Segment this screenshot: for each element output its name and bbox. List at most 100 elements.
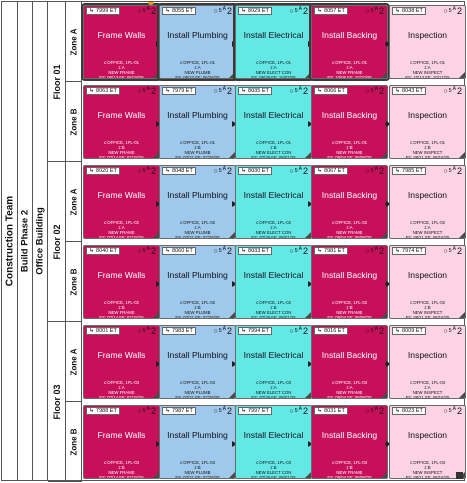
task-code: NEW FRAME [108, 230, 135, 235]
task-title: Inspection [407, 190, 448, 200]
task-meta: c:OFFICE, 1FL-01 z:B NEW FRAME FS: 08/04… [312, 140, 387, 158]
task-dates: FS: 07/21 FF: 07/25/25 [175, 155, 220, 159]
crew-count: 2 [378, 165, 384, 176]
task-card[interactable]: ↳ 8030 ET ○ 5 A 2 Install Electrical c:O… [235, 165, 312, 239]
task-counts: ○ 5 A 2 [137, 6, 156, 16]
task-zone: z:B [346, 305, 353, 310]
dependency-arrow-icon [156, 281, 161, 287]
task-card[interactable]: ↳ 8033 ET ○ 5 A 2 Install Electrical c:O… [235, 245, 312, 319]
task-card[interactable]: ↳ 8001 ET ○ 5 A 2 Frame Walls c:OFFICE, … [83, 325, 160, 399]
task-card[interactable]: ↳ 8023 ET ○ 5 A 2 Inspection c:OFFICE, 1… [389, 405, 466, 479]
ring-icon: ○ [213, 87, 218, 95]
task-title: Install Plumbing [167, 190, 228, 200]
task-card[interactable]: ↳ 8040 ET ○ 5 A 2 Frame Walls c:OFFICE, … [83, 245, 160, 319]
task-card[interactable]: ↳ 8038 ET ○ 5 A 2 Inspection c:OFFICE, 1… [389, 5, 466, 79]
task-zone: z:B [270, 305, 277, 310]
task-card[interactable]: ↳ 8048 ET ○ 5 A 2 Install Plumbing c:OFF… [159, 165, 236, 239]
link-arrow-icon: ↳ [395, 168, 401, 174]
team-column: Construction Team [2, 2, 18, 480]
task-title: Install Plumbing [167, 30, 228, 40]
corner-fold-icon [459, 312, 465, 318]
task-card[interactable]: ↳ 7988 ET ○ 5 A 2 Frame Walls c:OFFICE, … [83, 405, 160, 479]
task-card[interactable]: ↳ 8029 ET ○ 5 A 2 Install Electrical c:O… [233, 3, 314, 81]
task-card[interactable]: ↳ 8031 ET ○ 5 A 2 Install Backing c:OFFI… [311, 405, 388, 479]
task-code: NEW FRAME [336, 310, 363, 315]
crew-count: 2 [302, 165, 308, 176]
corner-fold-icon [153, 152, 159, 158]
crew-count: 2 [226, 405, 232, 416]
task-id: 8016 ET [324, 328, 345, 334]
task-card[interactable]: ↳ 7985 ET ○ 5 A 2 Inspection c:OFFICE, 1… [389, 165, 466, 239]
task-title: Frame Walls [97, 430, 146, 440]
link-arrow-icon: ↳ [89, 88, 95, 94]
task-card[interactable]: ↳ 8035 ET ○ 5 A 2 Install Electrical c:O… [235, 85, 312, 159]
task-card[interactable]: ↳ 8057 ET ○ 5 A 2 Install Backing c:OFFI… [309, 3, 390, 81]
task-location: c:OFFICE, 1FL-02 [255, 300, 292, 305]
task-card-header: ↳ 7999 ET ○ 5 A 2 [84, 6, 159, 16]
task-location: c:OFFICE, 1FL-03 [255, 380, 292, 385]
task-card[interactable]: ↳ 7979 ET ○ 5 A 2 Install Plumbing c:OFF… [159, 85, 236, 159]
task-counts: ○ 5 A 2 [213, 166, 232, 176]
dependency-arrow-icon [308, 41, 313, 47]
task-counts: ○ 5 A 2 [443, 326, 462, 336]
link-arrow-icon: ↳ [317, 328, 323, 334]
task-card[interactable]: ↳ 7994 ET ○ 5 A 2 Install Electrical c:O… [235, 325, 312, 399]
task-card[interactable]: ↳ 8043 ET ○ 5 A 2 Inspection c:OFFICE, 1… [389, 85, 466, 159]
task-location: c:OFFICE, 1FL-01 [103, 140, 140, 145]
task-dates: FS: 08/04 FF: 08/08/25 [327, 475, 372, 479]
task-card[interactable]: ↳ 8009 ET ○ 5 A 2 Inspection c:OFFICE, 1… [389, 325, 466, 399]
task-card[interactable]: ↳ 8063 ET ○ 5 A 2 Frame Walls c:OFFICE, … [83, 85, 160, 159]
task-id-box: ↳ 8035 ET [238, 87, 272, 95]
ring-icon: ○ [213, 407, 218, 415]
link-arrow-icon: ↳ [241, 328, 247, 334]
task-card[interactable]: ↳ 8066 ET ○ 5 A 2 Install Backing c:OFFI… [311, 85, 388, 159]
task-card[interactable]: ↳ 7987 ET ○ 5 A 2 Install Plumbing c:OFF… [159, 405, 236, 479]
task-card[interactable]: ↳ 7997 ET ○ 5 A 2 Install Electrical c:O… [235, 405, 312, 479]
link-arrow-icon: ↳ [165, 248, 171, 254]
task-card-header: ↳ 7985 ET ○ 5 A 2 [390, 166, 465, 176]
task-dates: FS: 08/04 FF: 08/08/25 [327, 235, 372, 239]
task-id: 7981 ET [324, 248, 345, 254]
task-counts: ○ 5 A 2 [213, 6, 232, 16]
task-title: Inspection [407, 30, 448, 40]
ring-icon: ○ [213, 7, 218, 15]
task-meta: c:OFFICE, 1FL-02 z:B NEW ELECT CON FS: 0… [236, 300, 311, 318]
count-superscript: A [374, 86, 378, 92]
ring-icon: ○ [365, 407, 370, 415]
task-title: Frame Walls [97, 190, 146, 200]
task-meta: c:OFFICE, 1FL-02 z:A NEW INSPECT FS: 08/… [390, 220, 465, 238]
task-id-box: ↳ 8031 ET [314, 407, 348, 415]
team-label: Construction Team [4, 195, 15, 287]
task-dates: FS: 07/14 FF: 07/18/25 [99, 155, 144, 159]
task-zone: z:A [194, 385, 201, 390]
task-card[interactable]: ↳ 8067 ET ○ 5 A 2 Install Backing c:OFFI… [311, 165, 388, 239]
resize-grip-icon[interactable] [456, 472, 463, 479]
task-location: c:OFFICE, 1FL-02 [255, 220, 292, 225]
crew-count: 2 [226, 325, 232, 336]
count-value: 5 [448, 408, 452, 414]
task-card[interactable]: ↳ 7999 ET ○ 5 A 2 Frame Walls c:OFFICE, … [81, 3, 162, 81]
task-card[interactable]: ↳ 7974 ET ○ 5 A 2 Inspection c:OFFICE, 1… [389, 245, 466, 319]
dependency-arrow-icon [156, 41, 161, 47]
building-label: Office Building [34, 207, 46, 275]
task-id-box: ↳ 8060 ET [162, 247, 196, 255]
count-value: 5 [218, 8, 222, 14]
task-dates: FS: 07/28 FF: 08/01/25 [251, 475, 296, 479]
count-value: 5 [370, 8, 374, 14]
task-card[interactable]: ↳ 8020 ET ○ 5 A 2 Frame Walls c:OFFICE, … [83, 165, 160, 239]
task-card[interactable]: ↳ 7981 ET ○ 5 A 2 Install Backing c:OFFI… [311, 245, 388, 319]
task-id: 8040 ET [96, 248, 117, 254]
task-card[interactable]: ↳ 8016 ET ○ 5 A 2 Install Backing c:OFFI… [311, 325, 388, 399]
task-card[interactable]: ↳ 7983 ET ○ 5 A 2 Install Plumbing c:OFF… [159, 325, 236, 399]
corner-fold-icon [381, 152, 387, 158]
ring-icon: ○ [443, 167, 448, 175]
task-card[interactable]: ↳ 8060 ET ○ 5 A 2 Install Plumbing c:OFF… [159, 245, 236, 319]
task-card[interactable]: ↳ 8055 ET ○ 5 A 2 Install Plumbing c:OFF… [157, 3, 238, 81]
task-dates: FS: 08/11 FF: 08/15/25 [405, 475, 450, 479]
task-meta: c:OFFICE, 1FL-02 z:A NEW ELECT CON FS: 0… [236, 220, 311, 238]
task-id: 8067 ET [324, 168, 345, 174]
count-superscript: A [452, 406, 456, 412]
count-superscript: A [374, 246, 378, 252]
ring-icon: ○ [137, 7, 142, 15]
task-code: NEW FRAME [108, 150, 135, 155]
